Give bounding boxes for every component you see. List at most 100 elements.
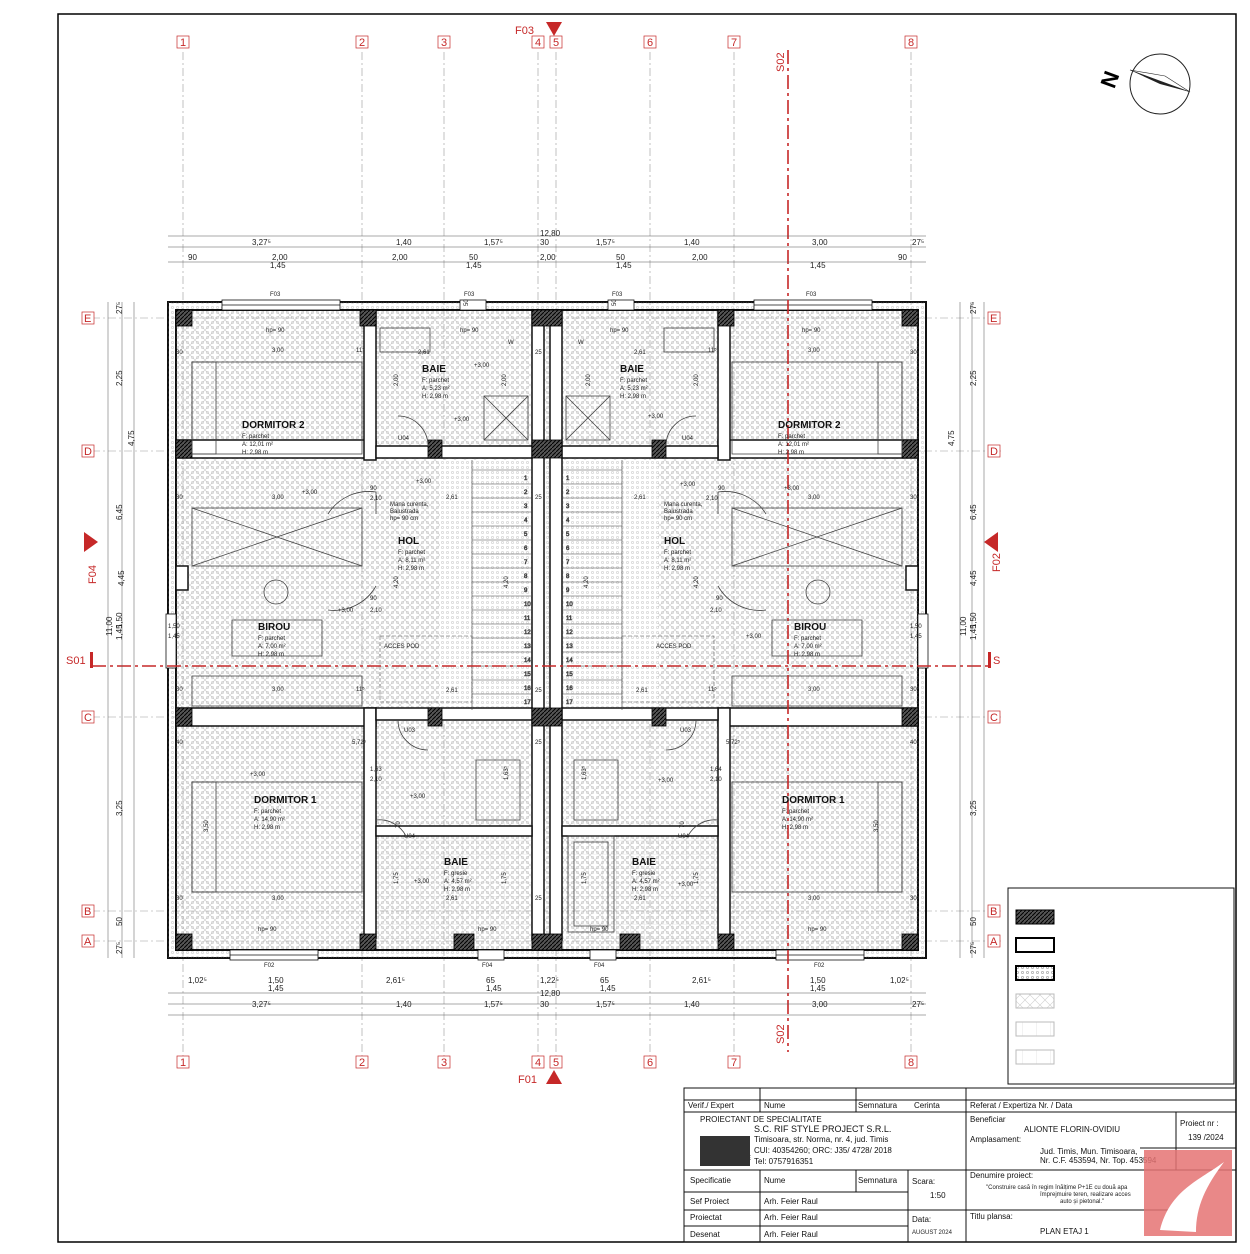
section-label-s02-top: S02 [775, 52, 787, 72]
dim-right: 1,50 [969, 612, 978, 628]
room-floor: F: parchet [778, 434, 805, 440]
stair-step-number: 14 [566, 658, 573, 664]
room-height: H: 2,98 m [782, 825, 808, 831]
plan-annotation: 11⁵ [356, 347, 365, 354]
axis-label-8: 8 [908, 1057, 914, 1069]
dim-top: 1,57⁵ [484, 238, 503, 247]
title-block-text: Tel: 0757916351 [754, 1157, 814, 1166]
room-height: H: 2,98 m [632, 887, 658, 893]
dim-right: 1,45 [969, 624, 978, 640]
plan-annotation: 2,10 [710, 608, 722, 614]
legend-swatch-insulation [1015, 965, 1055, 981]
dim-left: 50 [115, 917, 124, 926]
stair-step-number: 5 [524, 532, 528, 538]
plan-annotation: 90 [718, 486, 725, 492]
plan-annotation: 30 [176, 495, 183, 501]
plan-annotation: 2,10 [706, 496, 718, 502]
plan-annotation: 1,45 [910, 634, 922, 640]
dim-bottom: 65 [486, 976, 495, 985]
dim-left: 1,50 [115, 612, 124, 628]
dim-top: 50 [469, 253, 478, 262]
plan-annotation: hp= 90 [460, 328, 479, 334]
concrete-columns [175, 309, 919, 951]
plan-annotation: W [508, 340, 514, 346]
dim-left: 4,45 [117, 570, 126, 586]
plan-annotation: 2,61 [446, 688, 458, 694]
plan-annotation-vertical: 1,63⁵ [581, 765, 588, 780]
plan-annotation: hp= 90 cm [390, 516, 418, 522]
plan-annotation: F03 [270, 292, 281, 298]
dim-top: 1,45 [270, 261, 286, 270]
axis-box [81, 444, 95, 458]
dim-total-top: 12,80 [540, 229, 561, 238]
room-area: A: 8,11 m² [398, 558, 425, 564]
dim-left: 2,25 [115, 370, 124, 386]
plan-annotation: hp= 90 [266, 328, 285, 334]
stair-step-number: 4 [566, 518, 570, 524]
plan-annotation-vertical: 70 [680, 821, 686, 828]
plan-annotation: 2,61 [634, 350, 646, 356]
dim-bottom: 1,57⁵ [596, 1000, 615, 1009]
axis-label-C: C [990, 712, 998, 724]
doors [327, 415, 767, 837]
room-height: H: 2,98 m [444, 887, 470, 893]
plan-annotation: F04 [594, 963, 605, 969]
stair-step-number: 12 [566, 630, 573, 636]
room-name: BAIE [632, 857, 656, 868]
walls [167, 301, 927, 959]
room-area: A: 14,90 m² [782, 817, 813, 823]
axis-label-2: 2 [359, 1057, 365, 1069]
plan-annotation-vertical: 50 [612, 299, 618, 306]
axis-box [987, 934, 1001, 948]
plan-annotation-vertical: 4,20 [504, 576, 510, 588]
axis-label-6: 6 [647, 1057, 653, 1069]
dim-bottom: 65 [600, 976, 609, 985]
plan-annotation-vertical: 1,75 [694, 872, 700, 884]
dim-bottom: 2,61⁵ [386, 976, 405, 985]
room-height: H: 2,98 m [254, 825, 280, 831]
plan-annotation-vertical: 2,00 [694, 374, 700, 386]
title-block-text: Timisoara, str. Norma, nr. 4, jud. Timis [754, 1135, 888, 1144]
room-name: DORMITOR 2 [778, 420, 841, 431]
plan-annotation: 1,63 [370, 767, 382, 773]
axis-label-E: E [84, 313, 91, 325]
room-area: A: 14,90 m² [254, 817, 285, 823]
axis-box [176, 1055, 190, 1069]
dim-bottom: 1,57⁵ [484, 1000, 503, 1009]
dim-bottom: 1,45 [810, 984, 826, 993]
title-block-text: Jud. Timis, Mun. Timisoara, [1040, 1147, 1137, 1156]
axis-label-7: 7 [731, 1057, 737, 1069]
axis-label-1: 1 [180, 1057, 186, 1069]
room-floor: F: gresie [632, 871, 656, 877]
plan-annotation: 30 [910, 687, 917, 693]
plan-annotation: 30 [176, 896, 183, 902]
room-floor: F: parchet [620, 378, 647, 384]
plan-annotation-vertical: 50 [464, 299, 470, 306]
title-block-text: 1:50 [930, 1191, 946, 1200]
stair-step-number: 7 [566, 560, 570, 566]
axis-box [904, 1055, 918, 1069]
room-name: BAIE [620, 364, 644, 375]
axis-box [81, 710, 95, 724]
plan-annotation: 3,00 [272, 896, 284, 902]
dim-total-right: 11,00 [959, 616, 968, 636]
stair-step-number: 2 [566, 490, 570, 496]
stair-step-number: 4 [524, 518, 528, 524]
dim-bottom: 1,45 [268, 984, 284, 993]
title-block-text: Arh. Feier Raul [764, 1230, 818, 1239]
plan-annotation: 3,00 [808, 896, 820, 902]
plan-annotation: +3,00 [454, 417, 470, 423]
title-block-text: Nr. C.F. 453594, Nr. Top. 453594 [1040, 1156, 1157, 1165]
dim-right: 4,45 [969, 570, 978, 586]
title-block-text: împrejmuire teren, realizare acces [1039, 1192, 1131, 1198]
title-block-text: Sef Proiect [690, 1197, 730, 1206]
stair-step-number: 16 [566, 686, 573, 692]
axis-box [81, 934, 95, 948]
plan-annotation: 2,61 [446, 896, 458, 902]
title-block-text: CUI: 40354260; ORC: J35/ 4728/ 2018 [754, 1146, 892, 1155]
dim-bottom: 1,22⁵ [540, 976, 559, 985]
stair-step-number: 10 [566, 602, 573, 608]
plan-annotation: 25 [535, 688, 542, 694]
title-block-text: Nume [764, 1101, 786, 1110]
plan-annotation: +3,00 [784, 486, 800, 492]
